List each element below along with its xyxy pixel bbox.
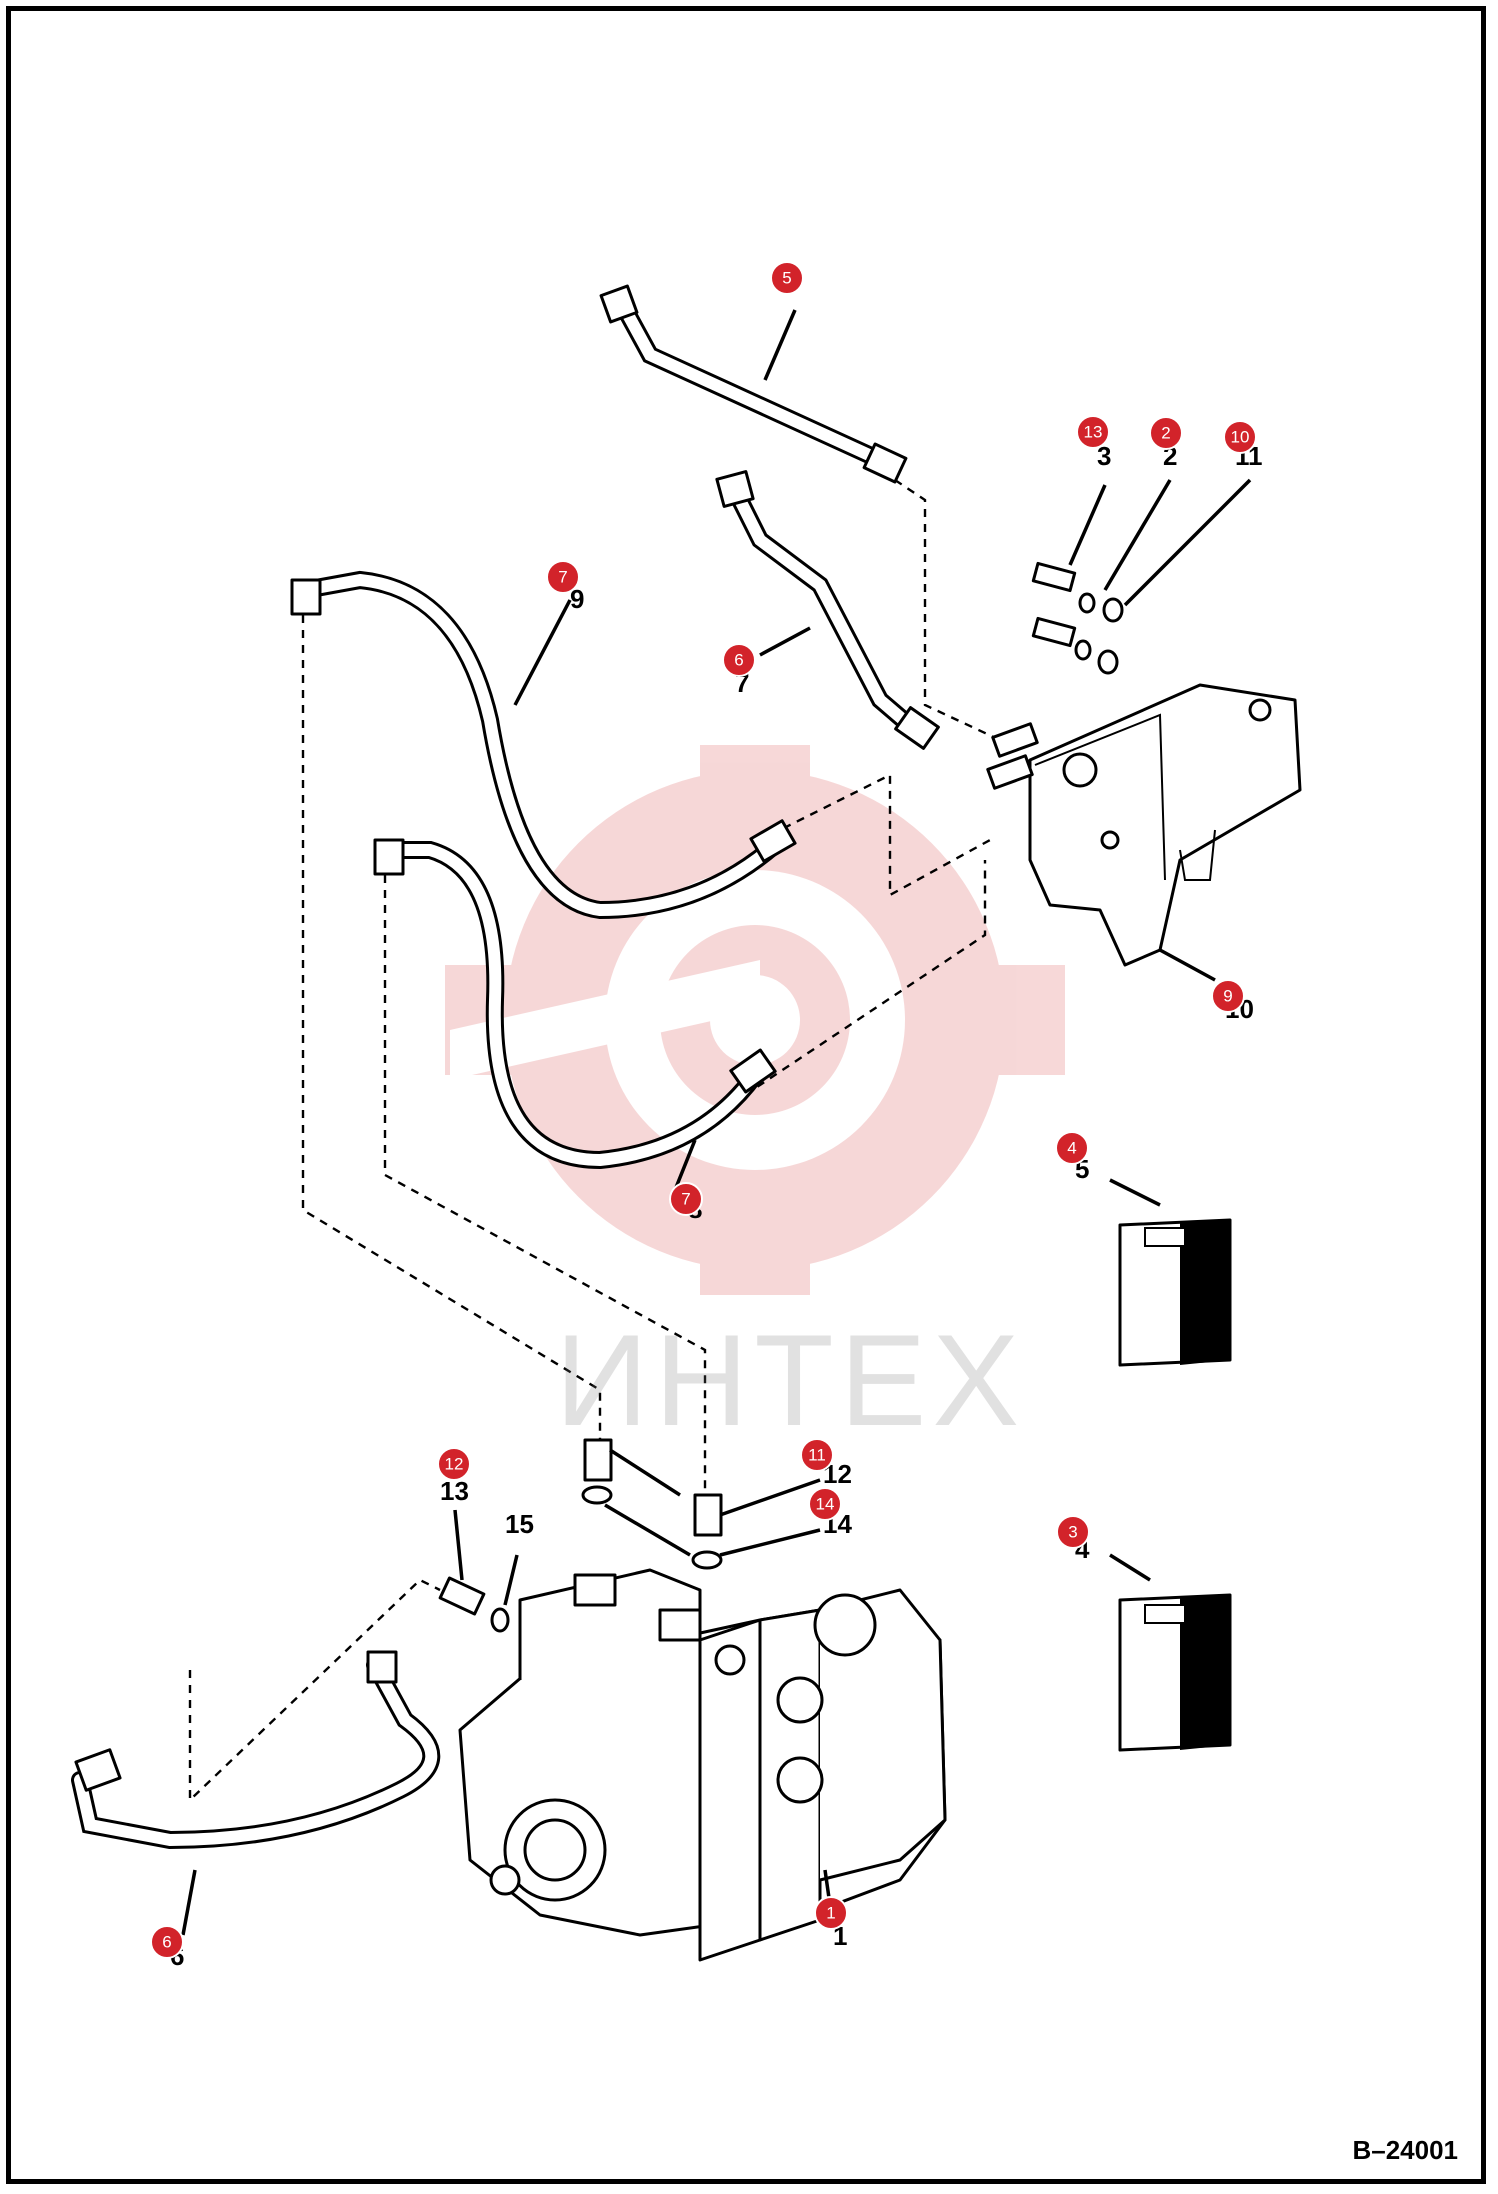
callout-badge: 4 [1055, 1131, 1089, 1165]
callout-badge: 10 [1223, 420, 1257, 454]
callout-badge: 7 [546, 560, 580, 594]
hose-7-middle [715, 470, 940, 750]
fittings-12-13-14-15 [438, 1438, 723, 1633]
bolts-washers-3-2-11 [1031, 561, 1124, 675]
drawing-frame [6, 6, 1486, 2184]
printed-number: 9 [570, 584, 584, 614]
drawing-code: B–24001 [1352, 2135, 1458, 2165]
callout-badge: 5 [770, 261, 804, 295]
manifold-valve-10 [986, 683, 1302, 967]
callout-badge: 3 [1056, 1515, 1090, 1549]
decal-4 [1118, 1593, 1232, 1752]
hose-9 [290, 570, 797, 920]
callout-badge: 6 [722, 643, 756, 677]
svg-text:10: 10 [1231, 428, 1250, 447]
assembly-lines [188, 479, 1040, 1803]
decal-5 [1118, 1218, 1232, 1367]
svg-text:4: 4 [1067, 1139, 1076, 1158]
callout-badge: 13 [1076, 415, 1110, 449]
svg-text:2: 2 [1161, 424, 1170, 443]
hydraulic-pump-1 [458, 1568, 947, 1962]
hose-8 [373, 838, 777, 1170]
svg-text:5: 5 [782, 269, 791, 288]
callout-badge: 9 [1211, 979, 1245, 1013]
svg-text:14: 14 [816, 1495, 835, 1514]
callout-badge: 7 [669, 1182, 703, 1216]
callout-badge: 2 [1149, 416, 1183, 450]
svg-text:9: 9 [1223, 987, 1232, 1006]
svg-text:12: 12 [445, 1455, 464, 1474]
printed-number: 15 [505, 1509, 534, 1539]
watermark-gear-logo [445, 745, 1065, 1295]
svg-text:7: 7 [558, 568, 567, 587]
svg-text:6: 6 [162, 1933, 171, 1952]
svg-text:3: 3 [1068, 1523, 1077, 1542]
callout-badge: 14 [808, 1487, 842, 1521]
hose-7-top [599, 284, 908, 484]
hose-6 [71, 1650, 441, 1850]
svg-text:7: 7 [681, 1190, 690, 1209]
printed-number: 13 [440, 1476, 469, 1506]
printed-number: 3 [1097, 441, 1111, 471]
callout-badge: 11 [800, 1438, 834, 1472]
callout-badge: 1 [814, 1896, 848, 1930]
svg-text:6: 6 [734, 651, 743, 670]
callout-badge: 12 [437, 1447, 471, 1481]
svg-text:11: 11 [808, 1446, 826, 1465]
callout-badge: 6 [150, 1925, 184, 1959]
leader-lines [181, 309, 1252, 1936]
watermark-text: ИНТЕХ [555, 1307, 1026, 1453]
svg-text:13: 13 [1084, 423, 1103, 442]
svg-text:1: 1 [826, 1904, 835, 1923]
